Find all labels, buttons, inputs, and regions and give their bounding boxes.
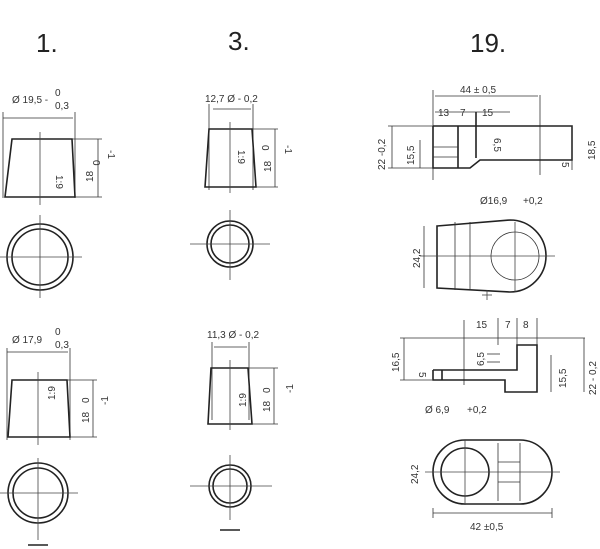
width-label: 24,2 bbox=[412, 248, 423, 268]
part-3-bottom-side-view: 11,3 Ø - 0,2 1:9 18 0 -1 bbox=[207, 330, 296, 430]
step-label: 5 bbox=[559, 162, 570, 168]
part-19-header: 19. bbox=[470, 28, 506, 58]
height-tol-lower: -1 bbox=[105, 150, 116, 159]
dim-1-label: 13 bbox=[438, 108, 450, 119]
hole-label: Ø16,9 bbox=[480, 196, 508, 207]
part-19-bottom-side-view: 15 7 8 16,5 5 6,5 15,5 22 - 0,2 Ø 6,9 +0… bbox=[391, 318, 599, 416]
slot-label: 6,5 bbox=[476, 352, 487, 366]
height-label: 22 - 0,2 bbox=[588, 361, 599, 395]
diameter-label: Ø 17,9 bbox=[12, 335, 42, 346]
hole-tol-label: +0,2 bbox=[523, 196, 543, 207]
dim-1-label: 15 bbox=[476, 320, 488, 331]
height-tol-upper: 0 bbox=[259, 145, 270, 151]
hole-tol-label: +0,2 bbox=[467, 405, 487, 416]
part-1-top-side-view: Ø 19,5 - 0 0,3 1:9 18 0 -1 bbox=[2, 88, 116, 205]
diameter-label: 11,3 Ø - 0,2 bbox=[207, 330, 260, 341]
taper-label: 1:9 bbox=[53, 175, 64, 189]
height-label: 18 bbox=[81, 411, 92, 423]
taper-label: 1:9 bbox=[238, 393, 249, 407]
hole-label: Ø 6,9 bbox=[425, 405, 450, 416]
part-3-top-plan-view bbox=[190, 210, 270, 280]
slot-label: 6,5 bbox=[491, 138, 502, 152]
tolerance-upper: 0 bbox=[55, 88, 61, 99]
dim-3-label: 15 bbox=[482, 108, 494, 119]
tolerance-lower: 0,3 bbox=[55, 101, 69, 112]
right-height-label: 18,5 bbox=[587, 140, 598, 160]
step-label: 5 bbox=[416, 372, 427, 378]
part-3-header: 3. bbox=[228, 26, 250, 56]
height-tol-upper: 0 bbox=[81, 397, 92, 403]
inner-height-label: 15,5 bbox=[406, 145, 417, 165]
length-label: 44 ± 0,5 bbox=[460, 85, 497, 96]
diameter-label: 12,7 Ø - 0,2 bbox=[205, 94, 258, 105]
dim-2-label: 7 bbox=[505, 320, 511, 331]
height-tol-upper: 0 bbox=[262, 387, 273, 393]
tolerance-upper: 0 bbox=[55, 327, 61, 338]
diameter-label: Ø 19,5 - bbox=[12, 95, 48, 106]
height-tol-lower: -1 bbox=[285, 384, 296, 393]
part-19-top-plan-view: 24,2 bbox=[412, 219, 555, 300]
part-19-top-side-view: 44 ± 0,5 13 7 15 22 -0,2 15,5 6,5 18,5 5… bbox=[377, 85, 598, 207]
part-1-header: 1. bbox=[36, 28, 58, 58]
height-tol-upper: 0 bbox=[90, 160, 101, 166]
part-1-bottom-side-view: Ø 17,9 0 0,3 1:9 18 0 -1 bbox=[6, 327, 111, 445]
part-19-bottom-plan-view: 24,2 42 ±0,5 bbox=[410, 439, 560, 533]
height-label: 18 bbox=[85, 170, 96, 182]
part-1-top-plan-view bbox=[0, 215, 82, 298]
height-label: 18 bbox=[263, 160, 274, 172]
left-height-label: 16,5 bbox=[391, 352, 402, 372]
part-1-bottom-plan-view bbox=[0, 458, 78, 546]
height-tol-lower: -1 bbox=[100, 396, 111, 405]
part-3-top-side-view: 12,7 Ø - 0,2 1:9 18 0 -1 bbox=[204, 94, 293, 193]
taper-label: 1:9 bbox=[235, 150, 246, 164]
tolerance-lower: 0,3 bbox=[55, 340, 69, 351]
height-label: 18 bbox=[262, 400, 273, 412]
dim-2-label: 7 bbox=[460, 108, 466, 119]
width-label: 24,2 bbox=[410, 464, 421, 484]
height-label: 22 -0,2 bbox=[377, 138, 388, 170]
taper-label: 1:9 bbox=[47, 386, 58, 400]
dim-3-label: 8 bbox=[523, 320, 529, 331]
length-label: 42 ±0,5 bbox=[470, 522, 504, 533]
height-tol-lower: -1 bbox=[282, 145, 293, 154]
part-3-bottom-plan-view bbox=[190, 455, 272, 531]
inner-height-label: 15,5 bbox=[558, 368, 569, 388]
